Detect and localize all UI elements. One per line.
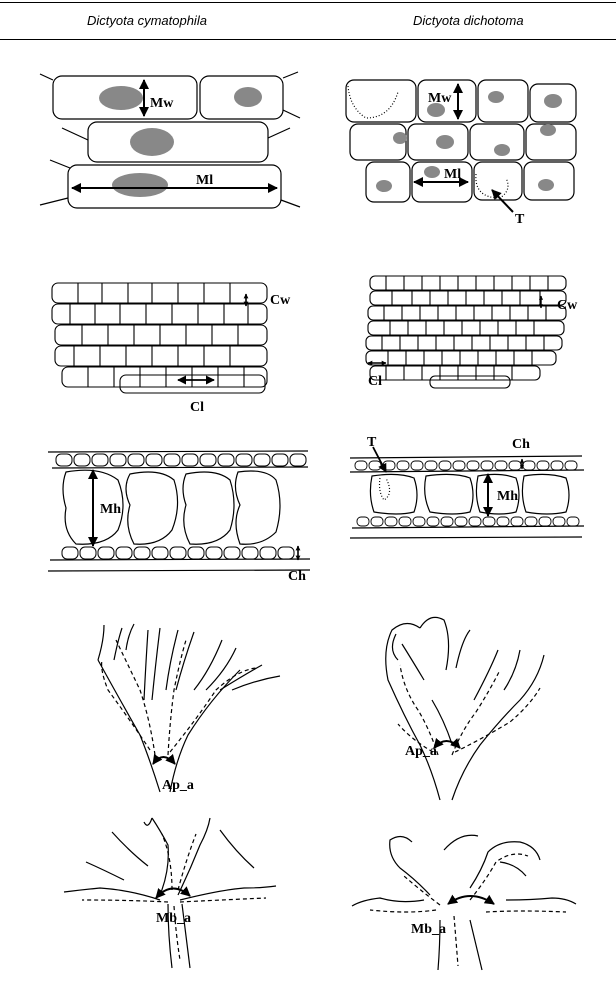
label-ml-right: Ml xyxy=(444,167,461,182)
right-medulla-surface-view xyxy=(346,80,576,212)
label-mw-left: Mw xyxy=(150,96,174,111)
label-mb-right: Mb_a xyxy=(411,922,446,937)
label-mb-left: Mb_a xyxy=(156,911,191,926)
label-ml-left: Ml xyxy=(196,173,213,188)
right-cross-section xyxy=(350,447,584,538)
left-apical-branching xyxy=(98,624,280,792)
left-cortex-surface-view xyxy=(52,283,267,393)
left-cross-section xyxy=(48,451,310,571)
right-cortex-surface-view xyxy=(366,276,566,388)
left-middle-branching xyxy=(64,818,276,968)
label-ch-right: Ch xyxy=(512,437,530,452)
label-cw-right: Cw xyxy=(557,298,578,313)
label-ch-left: Ch xyxy=(288,569,306,584)
label-t-right-bottom: T xyxy=(367,435,377,450)
label-cw-left: Cw xyxy=(270,293,291,308)
label-mh-left: Mh xyxy=(100,502,121,517)
label-t-right-top: T xyxy=(515,212,525,227)
label-cl-right: Cl xyxy=(368,374,382,389)
label-ap-right: Ap_a xyxy=(405,744,437,759)
label-mw-right: Mw xyxy=(428,91,452,106)
right-apical-branching xyxy=(386,617,544,800)
label-mh-right: Mh xyxy=(497,489,518,504)
label-cl-left: Cl xyxy=(190,400,204,415)
label-ap-left: Ap_a xyxy=(162,778,194,793)
right-middle-branching xyxy=(352,835,576,970)
left-medulla-surface-view xyxy=(40,72,300,208)
